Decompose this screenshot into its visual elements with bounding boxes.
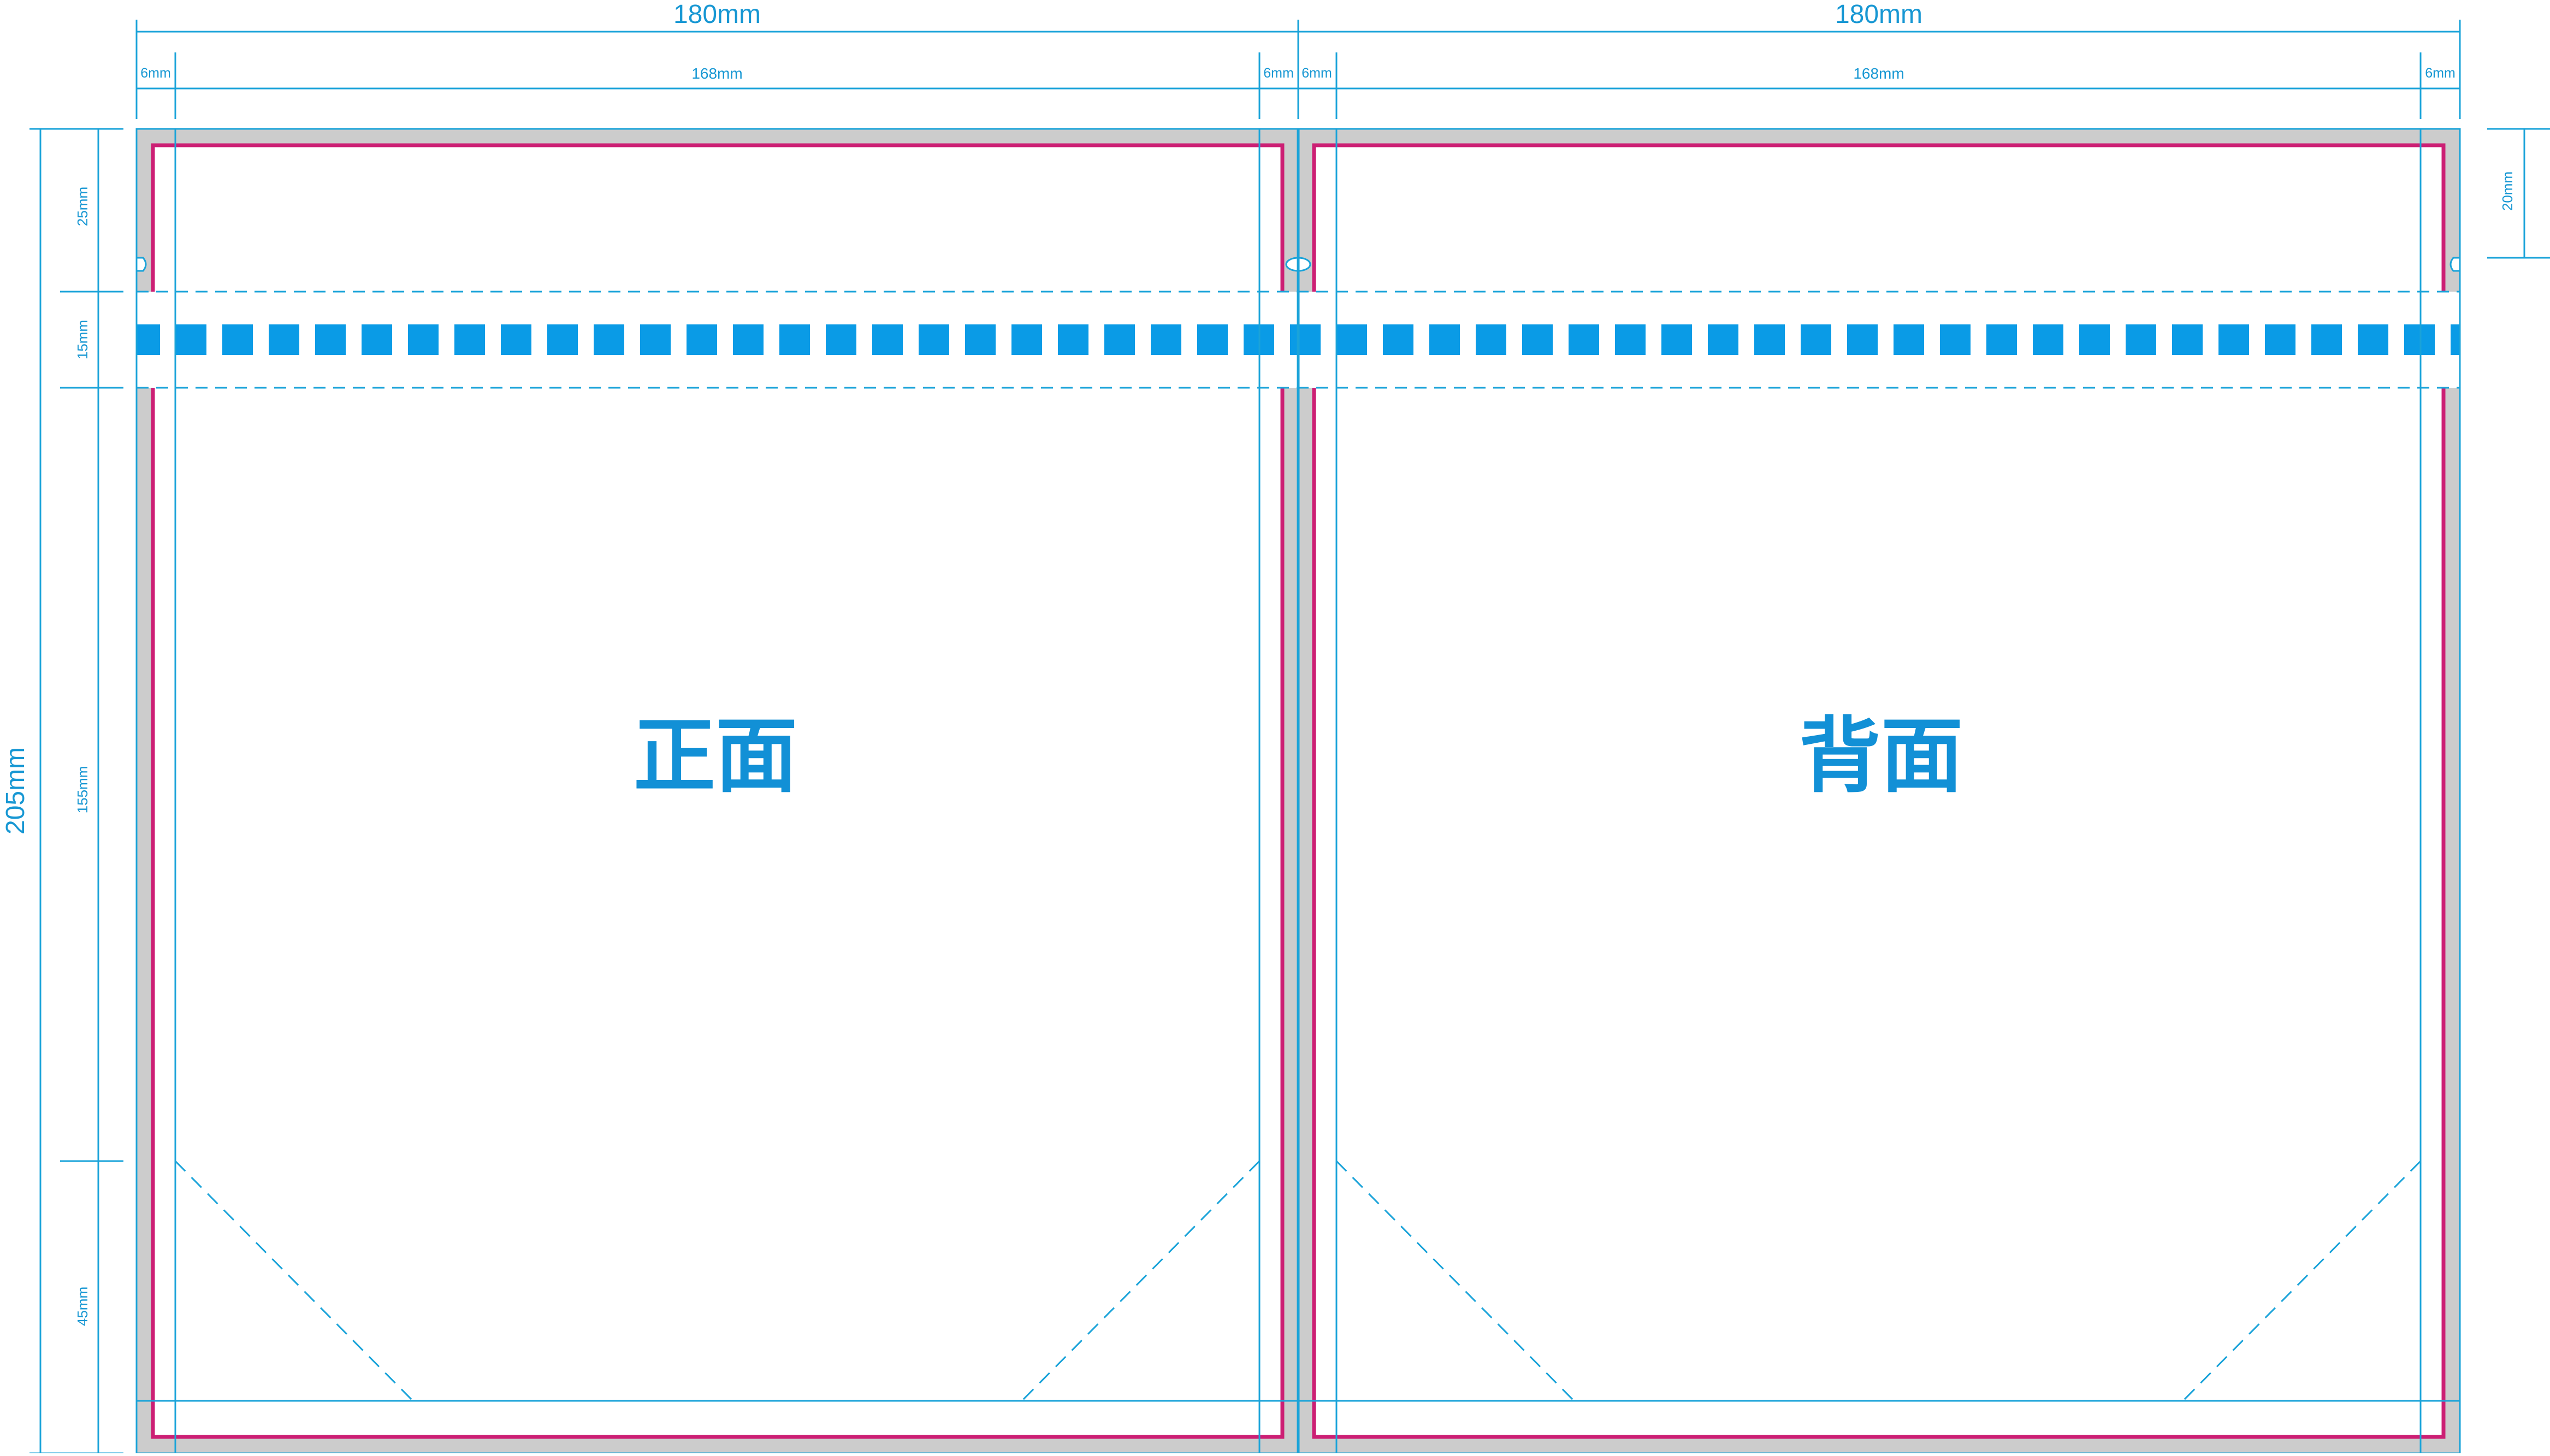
- perforation-square: [919, 324, 949, 355]
- perforation-square: [1429, 324, 1460, 355]
- perforation-square: [2311, 324, 2342, 355]
- perforation-square: [2404, 324, 2435, 355]
- right-top-label: 20mm: [2499, 171, 2516, 211]
- front-panel-title: 正面: [634, 709, 797, 804]
- perforation-square: [1569, 324, 1599, 355]
- perforation-square: [408, 324, 439, 355]
- back-panel-title: 背面: [1799, 709, 1963, 804]
- perforation-square: [826, 324, 856, 355]
- back-cut-line: [1312, 143, 2446, 1439]
- perforation-square: [1011, 324, 1042, 355]
- perforation-square: [176, 324, 206, 355]
- right-hang-hole-icon: [2450, 257, 2460, 272]
- front-right-margin-label: 6mm: [1263, 66, 1294, 81]
- front-width-label: 180mm: [673, 0, 761, 29]
- perforation-square: [2265, 324, 2295, 355]
- front-left-gusset-fold: [174, 1160, 414, 1402]
- perforation-square: [1104, 324, 1135, 355]
- perforation-square: [965, 324, 996, 355]
- perforation-square: [687, 324, 717, 355]
- perforation-square: [1336, 324, 1367, 355]
- perforation-square: [1615, 324, 1646, 355]
- bottom-section-label: 45mm: [74, 1287, 91, 1326]
- perforation-square: [362, 324, 392, 355]
- body-section-label: 155mm: [74, 766, 91, 814]
- perforation-square: [1058, 324, 1088, 355]
- back-left-margin-label: 6mm: [1301, 66, 1332, 81]
- front-left-margin-label: 6mm: [140, 66, 171, 81]
- perforation-square: [2218, 324, 2249, 355]
- perforation-square: [640, 324, 671, 355]
- perforation-square: [2033, 324, 2063, 355]
- perforation-square: [1708, 324, 1738, 355]
- back-width-label: 180mm: [1835, 0, 1922, 29]
- perforation-square: [1801, 324, 1831, 355]
- perforation-square: [1522, 324, 1553, 355]
- perforation-square: [2126, 324, 2156, 355]
- perforation-square: [269, 324, 299, 355]
- perforation-square: [779, 324, 810, 355]
- perforation-square: [1661, 324, 1692, 355]
- perforation-band-label: 15mm: [74, 320, 91, 359]
- back-inner-width-label: 168mm: [1853, 65, 1904, 82]
- perforation-square: [2172, 324, 2203, 355]
- top-section-label: 25mm: [74, 187, 91, 226]
- perforation-square: [1940, 324, 1971, 355]
- front-right-gusset-fold: [1021, 1160, 1261, 1402]
- perforation-square: [454, 324, 485, 355]
- back-left-gusset-fold: [1335, 1160, 1575, 1402]
- perforation-square: [1151, 324, 1181, 355]
- perforation-square: [1290, 324, 1321, 355]
- perforation-square: [594, 324, 624, 355]
- front-cut-line: [151, 143, 1285, 1439]
- perforation-square: [2451, 324, 2460, 355]
- perforation-square: [1847, 324, 1878, 355]
- total-height-label: 205mm: [1, 747, 30, 834]
- perforation-square: [2079, 324, 2110, 355]
- left-hang-hole-icon: [137, 257, 147, 272]
- perforation-square: [547, 324, 578, 355]
- front-inner-width-label: 168mm: [691, 65, 742, 82]
- perforation-square: [1894, 324, 1924, 355]
- perforation-square: [222, 324, 253, 355]
- perforation-square: [1197, 324, 1228, 355]
- perforation-square: [1986, 324, 2017, 355]
- perforation-square: [137, 324, 160, 355]
- perforation-square: [315, 324, 346, 355]
- back-right-margin-label: 6mm: [2425, 66, 2456, 81]
- perforation-square: [1754, 324, 1785, 355]
- perforation-squares: [137, 324, 2460, 355]
- perforation-square: [1383, 324, 1413, 355]
- perforation-square: [2358, 324, 2388, 355]
- perforation-square: [872, 324, 903, 355]
- perforation-square: [501, 324, 531, 355]
- perforation-square: [1476, 324, 1506, 355]
- back-right-gusset-fold: [2182, 1160, 2422, 1402]
- perforation-square: [733, 324, 764, 355]
